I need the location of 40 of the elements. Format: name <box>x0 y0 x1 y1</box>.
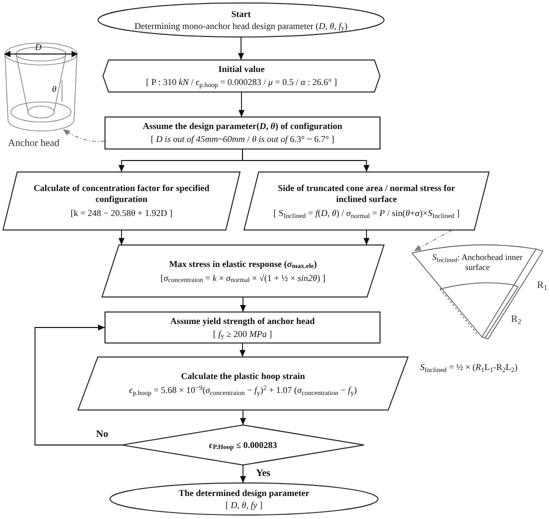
arrow <box>62 128 106 142</box>
arrow <box>240 296 246 312</box>
box-heading: Initial value <box>218 64 265 75</box>
box-heading: Start <box>231 8 251 20</box>
arrow <box>238 36 244 60</box>
condition-text: ϵ$_{P.Hoop}$ ≤ 0.000283 <box>208 440 278 450</box>
formula-text: [ D, θ, fy ] <box>226 500 262 510</box>
box-heading: Max stress in elastic response (σ$_{max.ele}$) <box>169 258 317 270</box>
box-heading: Side of truncated cone area / normal stress for inclined surface <box>276 183 456 205</box>
radius-label: R$_{2}$ <box>511 313 522 327</box>
arrow <box>364 230 370 246</box>
arrow <box>34 324 122 446</box>
formula-text: S$_{Inclined}$ = ½ × (R$_{1}$L$_{1}$-R$_{2}$L$_{2}$) <box>420 362 519 374</box>
box-heading: The determined design parameter <box>178 488 310 498</box>
edge-label: Yes <box>255 469 272 479</box>
arrow <box>414 230 453 252</box>
formula-text: [ S$_{Inclined}$ = f(D, θ) / σ$_{normal}$ = P / sin(θ+α)×S$_{Inclined}$ ] <box>273 208 460 219</box>
dimension-label: D <box>35 42 42 54</box>
box-heading: Assume yield strength of anchor head <box>170 316 315 326</box>
arrow <box>240 342 246 358</box>
box-heading: Calculate the plastic hoop strain <box>180 371 305 382</box>
formula-text: [k = 248 − 20.58θ + 1.92D ] <box>70 208 172 219</box>
surface-label: S$_{Inclined}$: Anchorhead inner surface <box>431 253 524 273</box>
arrow <box>240 464 246 484</box>
formula-text: [ D is out of 45mm~60mm / θ is out of 6.3° ~ 6.7° ] <box>150 134 334 145</box>
formula-text: [ f$_{y}$ ≥ 200 MPa ] <box>212 328 272 340</box>
arrow <box>240 410 246 426</box>
box-heading: Assume the design parameter(D, θ) of configuration <box>142 121 342 132</box>
dimension-label: θ <box>52 84 56 96</box>
formula-text: [σ$_{concentraion}$ = k × σ$_{normal}$ × √(1 + ½ × sin2θ) ] <box>160 272 326 284</box>
arrow <box>242 148 370 172</box>
formula-text: Determining mono-anchor head design parameter (D, θ, f$_{y}$) <box>134 20 348 32</box>
radius-label: R$_{1}$ <box>537 279 548 293</box>
formula-text: ϵ$_{p.hoop}$ = 5.68 × 10$^{−9}$(σ$_{concentraion}$ − f$_{y}$)$^{2}$ + 1.07 (σ$_{concentration}$ − f$_{y}$) <box>129 385 357 396</box>
arrow <box>238 92 244 118</box>
arrow <box>118 230 124 246</box>
box-heading: Calculate of concentration factor for specified configuration <box>32 183 210 205</box>
edge-label: No <box>95 430 110 440</box>
picture-caption: Anchor head <box>8 137 60 151</box>
formula-text: [ P : 310 kN / ϵ$_{p.hoop}$ = 0.000283 / μ = 0.5 / α : 26.6° ] <box>146 77 337 88</box>
